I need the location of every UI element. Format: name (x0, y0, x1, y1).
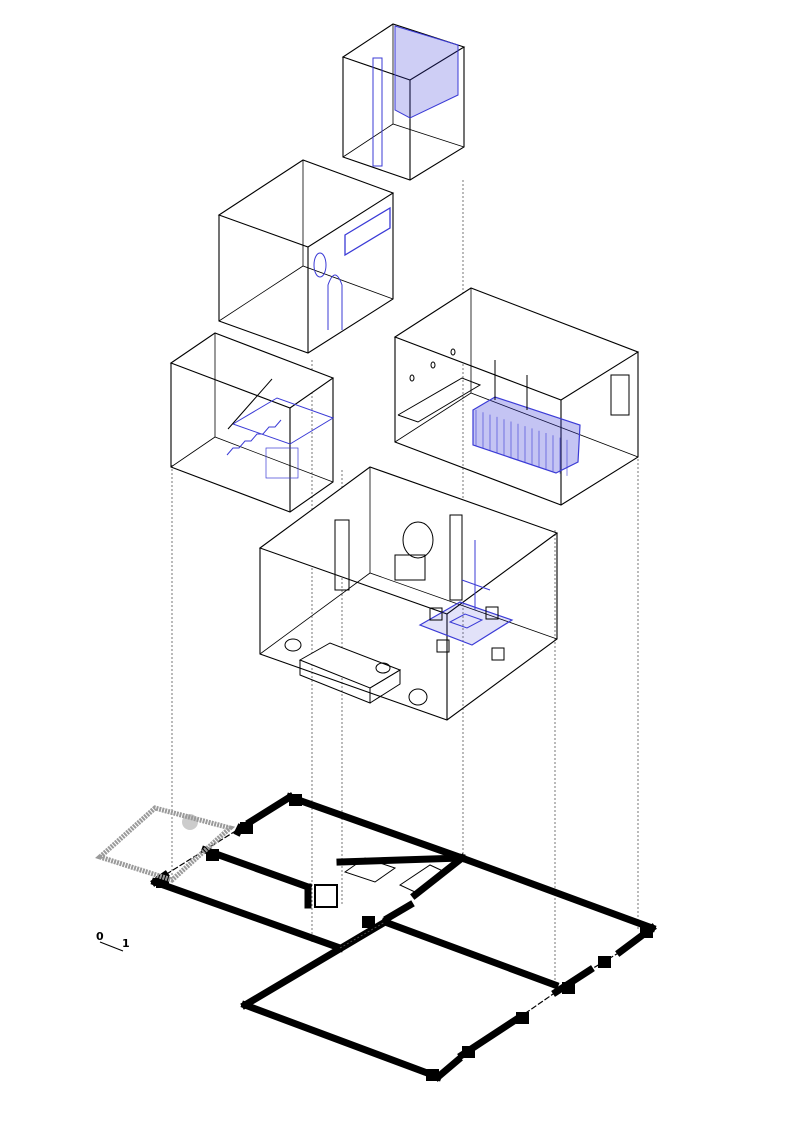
scale-bar: 0 1 (96, 930, 130, 952)
plan-column (598, 956, 611, 968)
plan-wall (336, 854, 466, 866)
plan-wall (200, 845, 313, 892)
plan-wall (150, 877, 345, 953)
stair-rail (227, 378, 273, 430)
coffee-table (375, 662, 391, 674)
plan-window (589, 951, 621, 971)
plan-wall (240, 1000, 443, 1082)
garden-terrace (95, 805, 236, 883)
dining-chair (485, 606, 499, 620)
mezzanine-platform (231, 397, 335, 445)
plan-wall (380, 917, 560, 990)
plan-window (519, 991, 557, 1018)
scale-end-label: 1 (122, 937, 130, 950)
plan-wall (457, 853, 657, 933)
wall-light (450, 348, 456, 356)
wall-light (409, 374, 415, 382)
plan-window (437, 1054, 463, 1078)
plan-bathtub (343, 857, 397, 883)
console-shelf (394, 554, 426, 581)
plan-column (562, 982, 575, 994)
plan-column (289, 794, 302, 806)
room-details (226, 25, 630, 706)
garden-plant (182, 814, 198, 830)
kitchen-counter (397, 377, 482, 423)
dining-table (418, 601, 514, 646)
pendant-lamp-arm (461, 579, 491, 591)
plan-column (362, 916, 375, 928)
plan-column (462, 1046, 475, 1058)
shower-niche (372, 57, 383, 167)
arch-doorway (327, 274, 343, 330)
bedroom-volume-top (217, 159, 395, 248)
stair-support (265, 447, 299, 479)
staircase (226, 419, 282, 456)
plan-wall (285, 792, 467, 863)
plan-kitchen-counter (398, 864, 447, 893)
plan-wall (383, 900, 415, 923)
plan-column (240, 822, 253, 834)
kitchen-shelf (610, 374, 630, 416)
dining-chair (429, 607, 443, 621)
tiled-wall (394, 25, 459, 119)
table-centre (448, 613, 484, 629)
floor-plan (95, 792, 657, 1082)
stair-volume-top (169, 332, 335, 409)
plan-wall (551, 965, 595, 997)
round-mirror (402, 521, 434, 559)
stair-volume-floor-back (170, 436, 334, 483)
scale-bar-line (99, 941, 124, 952)
plan-column (516, 1012, 529, 1024)
sofa-front (299, 660, 401, 704)
living-door (449, 514, 463, 601)
kitchen-volume-top (393, 287, 640, 401)
plan-stair (314, 884, 338, 908)
plan-wall (245, 792, 295, 827)
plan-wall (240, 917, 390, 1010)
bathroom-volume-floor-back (342, 123, 465, 158)
dining-chair (491, 647, 505, 661)
plan-column (640, 926, 653, 938)
wall-light (430, 361, 436, 369)
living-room-volume-top (258, 466, 559, 615)
round-mirror (313, 252, 327, 278)
living-door (334, 519, 350, 591)
dining-chair (436, 639, 450, 653)
bedroom-volume-floor-back (218, 265, 394, 322)
planter (408, 688, 428, 706)
room-volumes (169, 23, 640, 721)
plan-column (206, 849, 219, 861)
plan-opening (339, 921, 386, 949)
scale-start-label: 0 (96, 930, 104, 943)
plan-column (426, 1069, 439, 1081)
side-table (284, 638, 302, 652)
mirror-frame (344, 206, 391, 257)
